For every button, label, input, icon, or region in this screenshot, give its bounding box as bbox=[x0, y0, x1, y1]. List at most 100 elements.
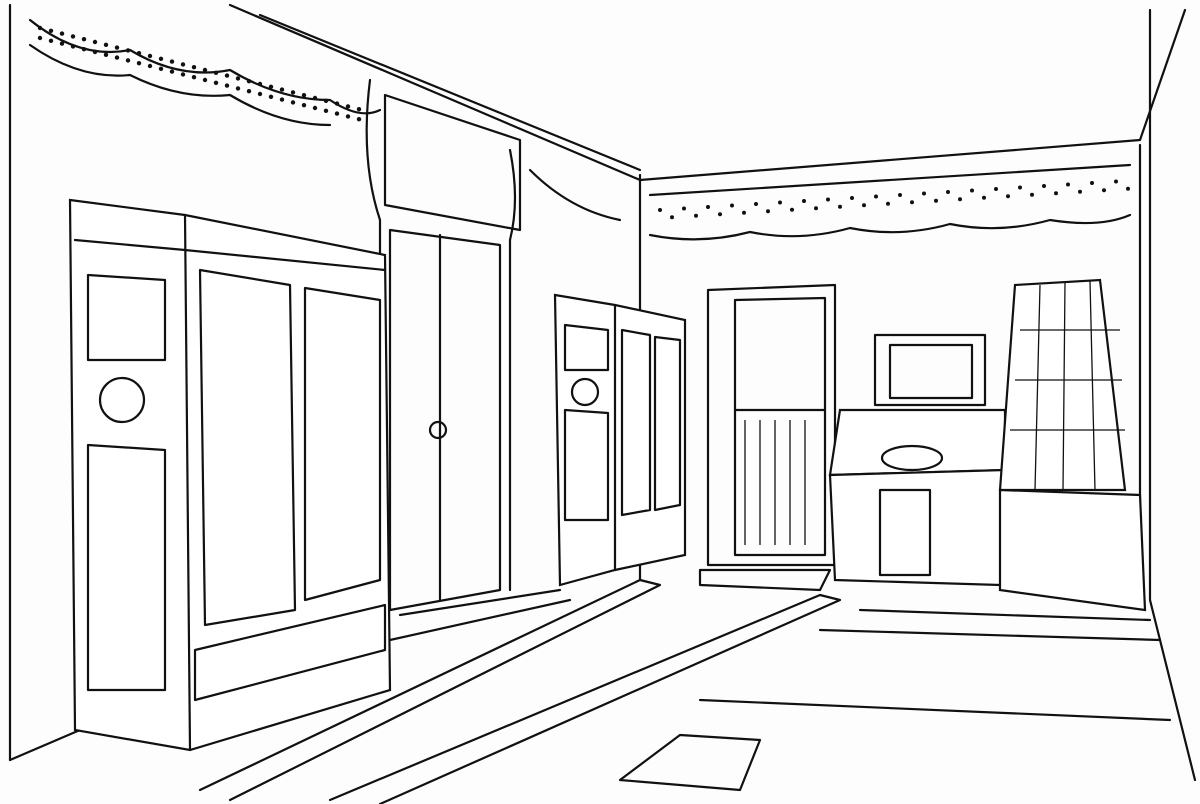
frieze-dot bbox=[706, 205, 710, 209]
frieze-dot bbox=[103, 52, 109, 57]
frieze-dot bbox=[1006, 194, 1010, 199]
frieze-dot bbox=[81, 37, 87, 42]
frieze-dot bbox=[814, 206, 818, 211]
frieze-dot bbox=[37, 25, 43, 31]
frieze-dot bbox=[718, 212, 722, 217]
frieze-dot bbox=[114, 55, 120, 60]
frieze-dot bbox=[1066, 182, 1070, 187]
frieze-dot bbox=[694, 213, 698, 218]
frieze-dot bbox=[874, 194, 878, 199]
frieze-dot bbox=[1102, 188, 1106, 193]
frieze-dot bbox=[180, 62, 186, 67]
frieze-dot bbox=[224, 73, 230, 78]
frieze-dot bbox=[356, 107, 362, 112]
frieze-dot bbox=[754, 202, 758, 206]
frieze-dot bbox=[48, 38, 54, 43]
frieze-dot bbox=[766, 209, 770, 214]
frieze-dot bbox=[1030, 192, 1034, 197]
frieze-dot bbox=[158, 56, 164, 61]
frieze-dot bbox=[202, 67, 208, 73]
frieze-dot bbox=[125, 58, 131, 63]
frieze-dot bbox=[1018, 185, 1022, 190]
frieze-dot bbox=[59, 31, 65, 36]
frieze-dots bbox=[37, 25, 1130, 220]
frieze-dot bbox=[235, 76, 241, 81]
frieze-dot bbox=[958, 197, 962, 202]
frieze-dot bbox=[191, 65, 197, 70]
wardrobe-small bbox=[553, 293, 687, 587]
double-door-with-transom bbox=[365, 78, 522, 612]
frieze-dot bbox=[290, 100, 296, 105]
frieze-dot bbox=[246, 89, 252, 94]
tiled-stove bbox=[998, 278, 1147, 612]
room-walls bbox=[8, 3, 1197, 782]
frieze-dot bbox=[790, 207, 794, 212]
frieze-dot bbox=[92, 39, 98, 45]
frieze-dot bbox=[213, 80, 219, 86]
washstand-with-mirror bbox=[828, 333, 1007, 587]
frieze-dot bbox=[345, 104, 351, 109]
frieze-dot bbox=[682, 206, 686, 211]
frieze-dot bbox=[886, 201, 890, 206]
frieze-dot bbox=[838, 204, 842, 209]
frieze-dot bbox=[59, 41, 65, 46]
frieze-dot bbox=[742, 210, 746, 215]
frieze-dot bbox=[191, 75, 197, 80]
frieze-dot bbox=[301, 93, 307, 98]
frieze-dot bbox=[670, 215, 674, 220]
frieze-dot bbox=[125, 48, 131, 53]
frieze-dot bbox=[982, 195, 986, 200]
frieze-dot bbox=[202, 77, 208, 83]
frieze-dot bbox=[1054, 191, 1058, 196]
back-door bbox=[706, 283, 837, 567]
frieze-dot bbox=[70, 34, 76, 39]
frieze-dot bbox=[224, 83, 230, 88]
frieze-dot bbox=[898, 193, 902, 197]
frieze-dot bbox=[922, 191, 926, 196]
frieze-dot bbox=[290, 90, 296, 95]
frieze-dot bbox=[946, 190, 950, 194]
frieze-dot bbox=[730, 203, 734, 208]
frieze-dot bbox=[1042, 184, 1046, 188]
frieze-dot bbox=[257, 81, 263, 87]
frieze-dot bbox=[147, 53, 153, 59]
frieze-dot bbox=[1090, 181, 1094, 185]
frieze-dot bbox=[312, 105, 318, 111]
frieze-dot bbox=[323, 98, 329, 104]
frieze-dot bbox=[1114, 179, 1118, 184]
frieze-dot bbox=[1126, 186, 1130, 191]
frieze-dot bbox=[136, 51, 142, 56]
frieze-dot bbox=[826, 197, 830, 202]
frieze-dot bbox=[658, 208, 662, 212]
frieze-dot bbox=[301, 103, 307, 108]
frieze-dot bbox=[910, 200, 914, 205]
frieze-dot bbox=[356, 117, 362, 122]
frieze-dot bbox=[213, 70, 219, 76]
wardrobe-large bbox=[68, 198, 392, 752]
frieze-dot bbox=[279, 97, 285, 102]
frieze-dot bbox=[257, 91, 263, 97]
frieze-dot bbox=[862, 203, 866, 208]
frieze-dot bbox=[169, 69, 175, 74]
frieze-dot bbox=[850, 196, 854, 200]
frieze-dot bbox=[70, 44, 76, 49]
frieze-dot bbox=[778, 200, 782, 205]
frieze-dot bbox=[268, 84, 274, 90]
frieze-dot bbox=[81, 47, 87, 52]
frieze-dot bbox=[334, 111, 340, 116]
frieze-dot bbox=[934, 198, 938, 203]
frieze-dot bbox=[334, 101, 340, 106]
frieze-dot bbox=[92, 49, 98, 55]
frieze-dot bbox=[136, 61, 142, 66]
frieze-dot bbox=[970, 188, 974, 193]
frieze-dot bbox=[345, 114, 351, 119]
frieze-dot bbox=[246, 79, 252, 84]
floor-runners bbox=[198, 568, 1172, 804]
frieze-dot bbox=[994, 187, 998, 191]
frieze-dot bbox=[37, 35, 43, 41]
frieze-dot bbox=[169, 59, 175, 64]
frieze-dot bbox=[103, 42, 109, 47]
frieze-dot bbox=[1078, 189, 1082, 194]
ceiling-frieze-right bbox=[528, 163, 1132, 241]
